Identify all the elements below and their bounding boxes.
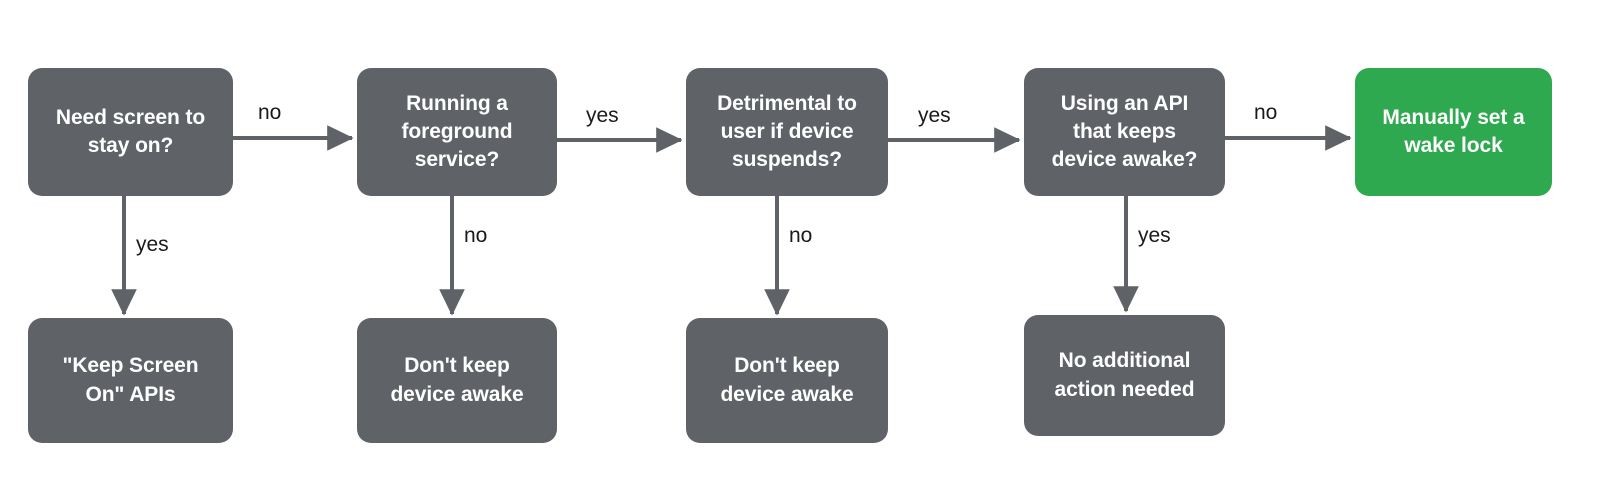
- node-label: Need screen to stay on?: [55, 105, 206, 157]
- node-no-additional-action-needed[interactable]: No additional action needed: [1024, 315, 1225, 436]
- node-label: Detrimental to user if device suspends?: [717, 91, 857, 172]
- edge-label-q3-q4: yes: [918, 104, 951, 127]
- node-manually-set-a-wake-lock[interactable]: Manually set a wake lock: [1355, 68, 1552, 196]
- edge-label-q1-r1: yes: [136, 233, 169, 256]
- node-label: Running a foreground service?: [401, 91, 513, 172]
- node-label: Manually set a wake lock: [1382, 105, 1525, 157]
- node-keep-screen-on-apis[interactable]: "Keep Screen On" APIs: [28, 318, 233, 443]
- edge-label-q1-q2: no: [258, 101, 282, 124]
- node-label: "Keep Screen On" APIs: [62, 354, 199, 406]
- node-label: No additional action needed: [1054, 349, 1195, 401]
- edge-label-q2-r2: no: [464, 224, 488, 247]
- node-need-screen-to-stay-on[interactable]: Need screen to stay on?: [28, 68, 233, 196]
- node-dont-keep-device-awake-suspends[interactable]: Don't keep device awake: [686, 318, 888, 443]
- node-running-a-foreground-service[interactable]: Running a foreground service?: [357, 68, 557, 196]
- node-using-an-api-that-keeps-device-awake[interactable]: Using an API that keeps device awake?: [1024, 68, 1225, 196]
- node-dont-keep-device-awake-foreground[interactable]: Don't keep device awake: [357, 318, 557, 443]
- node-label: Don't keep device awake: [390, 354, 524, 406]
- node-label: Using an API that keeps device awake?: [1051, 91, 1198, 172]
- node-detrimental-to-user-if-device-suspends[interactable]: Detrimental to user if device suspends?: [686, 68, 888, 196]
- node-label: Don't keep device awake: [720, 354, 854, 406]
- edge-label-q3-r3: no: [789, 224, 813, 247]
- edge-label-q4-r4: yes: [1138, 224, 1171, 247]
- edge-label-q4-r5: no: [1254, 101, 1278, 124]
- edge-label-q2-q3: yes: [586, 104, 619, 127]
